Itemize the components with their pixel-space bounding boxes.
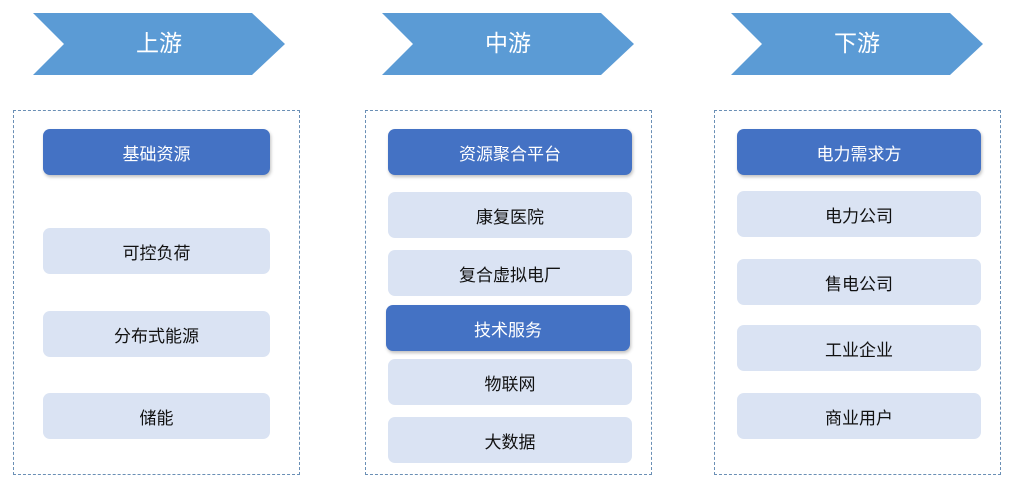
midstream-item: 大数据 (388, 417, 632, 463)
downstream-header: 电力需求方 (737, 129, 981, 175)
midstream-header: 资源聚合平台 (388, 129, 632, 175)
upstream-item: 可控负荷 (43, 228, 270, 274)
upstream-item: 分布式能源 (43, 311, 270, 357)
midstream-header-2: 技术服务 (386, 305, 630, 351)
midstream-panel (365, 110, 652, 475)
stage-upstream-label: 上游 (136, 31, 182, 57)
midstream-item: 复合虚拟电厂 (388, 250, 632, 296)
downstream-panel (714, 110, 1001, 475)
stage-midstream-chevron: 中游 (382, 13, 634, 75)
downstream-item: 电力公司 (737, 191, 981, 237)
upstream-panel (13, 110, 300, 475)
stage-downstream-label: 下游 (834, 31, 880, 57)
downstream-item: 售电公司 (737, 259, 981, 305)
downstream-item: 商业用户 (737, 393, 981, 439)
upstream-item: 储能 (43, 393, 270, 439)
stage-midstream-label: 中游 (485, 31, 531, 57)
midstream-item: 康复医院 (388, 192, 632, 238)
upstream-header: 基础资源 (43, 129, 270, 175)
midstream-item: 物联网 (388, 359, 632, 405)
stage-downstream-chevron: 下游 (731, 13, 983, 75)
downstream-item: 工业企业 (737, 325, 981, 371)
stage-upstream-chevron: 上游 (33, 13, 285, 75)
